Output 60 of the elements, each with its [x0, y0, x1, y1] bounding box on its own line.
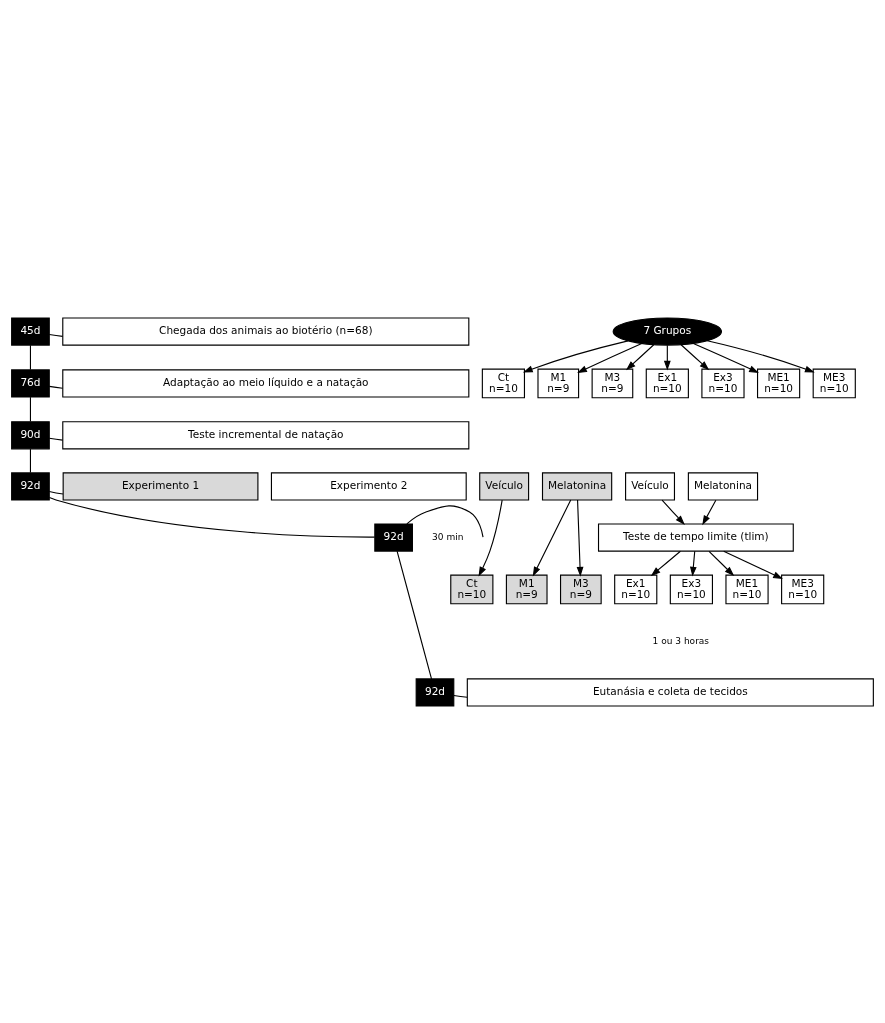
node-box: ME3 n=10 [812, 368, 856, 398]
node-box: Ex1 n=10 [614, 574, 658, 604]
node-box: Eutanásia e coleta de tecidos [466, 677, 874, 707]
connector [48, 385, 64, 389]
node-box: Melatonina [541, 471, 613, 501]
arrow [532, 498, 572, 576]
node-box: 92d [374, 522, 413, 552]
node-box: Melatonina [687, 471, 759, 501]
node-box: Teste de tempo limite (tlim) [597, 522, 794, 552]
node-box: Veículo [625, 471, 676, 501]
arrow [689, 550, 697, 577]
node-box: Adaptação ao meio líquido e a natação [62, 368, 470, 398]
node-box: ME1 n=10 [757, 368, 801, 398]
node-box: Experimento 2 [270, 471, 467, 501]
connector [29, 396, 31, 422]
arrow [650, 550, 681, 576]
arrow [577, 342, 643, 373]
node-box: 92d [11, 471, 50, 501]
arrow [522, 339, 629, 372]
connector [396, 550, 433, 679]
connector [48, 333, 64, 337]
arrow [706, 339, 815, 372]
connector [406, 504, 484, 538]
node-box: M1 n=9 [505, 574, 548, 604]
arrow [702, 499, 717, 525]
label: 30 min [432, 531, 464, 542]
node-box: M1 n=9 [537, 368, 580, 398]
node-box: ME1 n=10 [725, 574, 769, 604]
node-ellipse: 7 Grupos [612, 316, 723, 346]
arrow [478, 499, 503, 577]
connector [48, 496, 376, 538]
node-box: 45d [11, 316, 50, 346]
arrow [680, 343, 710, 370]
node-box: M3 n=9 [560, 574, 602, 604]
arrow [625, 343, 655, 370]
arrow [723, 550, 783, 579]
node-box: Ex3 n=10 [701, 368, 745, 398]
node-box: ME3 n=10 [781, 574, 825, 604]
node-box: Ex1 n=10 [645, 368, 689, 398]
arrow [661, 499, 685, 525]
connector [48, 437, 64, 441]
node-box: Ct n=10 [450, 574, 494, 604]
node-box: Veículo [479, 471, 530, 501]
node-box: Experimento 1 [62, 471, 259, 501]
node-box: Teste incremental de natação [62, 420, 470, 449]
connector [29, 344, 31, 370]
connector [453, 694, 468, 698]
connector [29, 448, 31, 473]
arrow [692, 342, 759, 373]
connector [48, 490, 64, 495]
arrow [708, 550, 735, 576]
node-box: Ex3 n=10 [669, 574, 713, 604]
label: 1 ou 3 horas [652, 635, 710, 646]
arrow [576, 498, 584, 577]
node-box: Chegada dos animais ao biotério (n=68) [62, 316, 470, 346]
node-box: 76d [11, 368, 50, 398]
node-box: 90d [11, 420, 50, 449]
node-box: Ct n=10 [481, 368, 526, 398]
node-box: 92d [415, 677, 455, 707]
node-box: M3 n=9 [591, 368, 634, 398]
